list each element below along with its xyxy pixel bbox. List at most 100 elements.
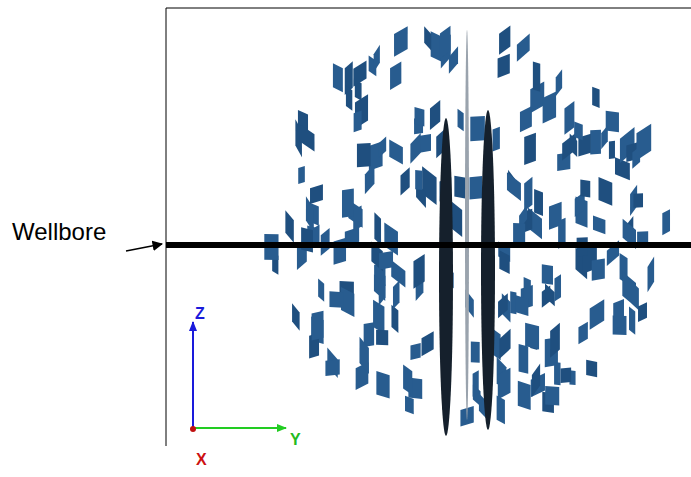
natural-fracture [301,227,313,252]
natural-fracture [638,302,647,322]
natural-fracture [376,330,388,346]
natural-fracture [590,130,601,155]
natural-fracture [499,250,509,274]
frame [166,8,691,446]
natural-fracture [525,323,539,350]
wellbore-line [166,242,691,248]
callout-label: Wellbore [12,220,106,244]
natural-fracture [458,109,464,131]
natural-fracture [413,254,424,289]
natural-fracture [592,258,605,280]
natural-fracture [400,167,409,195]
natural-fracture [410,343,420,360]
hydraulic-fracture [481,110,495,430]
natural-fracture [391,305,398,333]
natural-fracture [470,176,483,200]
natural-fracture [440,26,451,59]
natural-fracture [470,116,485,141]
natural-fracture [374,212,381,245]
axis-label: Y [290,432,301,448]
natural-fracture [516,295,529,316]
natural-fracture [471,342,480,363]
natural-fracture [403,365,412,395]
natural-fracture [622,271,636,307]
natural-fracture [574,121,583,140]
natural-fracture [533,61,540,91]
natural-fracture [310,184,323,204]
natural-fracture [554,274,561,301]
natural-fracture [493,127,500,152]
axis-label: X [196,452,207,468]
natural-fracture [499,329,510,359]
natural-fracture [609,141,615,159]
natural-fracture [359,337,368,374]
natural-fracture [586,360,597,377]
natural-fracture [590,299,605,330]
natural-fracture [545,283,555,306]
natural-fracture [394,26,408,57]
hydraulic-fracture [465,30,469,420]
natural-fracture [285,210,293,243]
natural-fracture [592,87,599,108]
natural-fracture [560,368,571,383]
natural-fracture [321,228,330,256]
natural-fracture [545,386,559,405]
natural-fracture [353,206,361,231]
natural-fracture [550,323,560,358]
natural-fracture [410,133,420,164]
natural-fracture [662,209,670,235]
natural-fracture [542,264,553,284]
natural-fracture [633,193,643,208]
natural-fracture [564,101,574,135]
natural-fracture [430,100,440,130]
natural-fracture [507,172,521,201]
natural-fracture [379,276,386,306]
natural-fracture [424,26,431,50]
natural-fracture [562,132,576,160]
natural-fracture [300,124,315,151]
hydraulic-fracture [439,118,453,436]
natural-fracture [389,140,403,165]
natural-fracture [422,331,434,356]
natural-fracture [415,107,425,126]
natural-fracture [498,54,510,78]
natural-fracture [342,188,354,217]
axis-label: Z [195,306,205,322]
axis-triad [190,322,286,432]
natural-fracture [390,62,401,90]
natural-fracture [578,322,587,344]
natural-fracture [556,69,562,96]
natural-fracture [384,222,398,255]
natural-fracture [497,395,505,424]
natural-fracture [357,143,371,167]
natural-fracture [354,110,362,132]
natural-fracture [498,293,508,318]
natural-fracture [524,177,532,212]
natural-fracture [613,299,624,330]
natural-fracture [329,291,343,307]
natural-fracture [374,45,380,73]
natural-fracture [629,306,635,334]
natural-fracture [498,368,511,400]
natural-fracture [520,106,532,132]
natural-fracture [364,322,374,347]
natural-fracture [517,34,530,62]
natural-fracture [518,381,531,410]
leader-arrow [126,244,162,251]
natural-fracture [519,344,529,374]
natural-fracture [599,177,613,206]
natural-fracture [393,280,400,309]
natural-fracture [346,86,352,111]
natural-fracture [405,396,414,415]
natural-fracture [524,133,536,165]
natural-fracture [325,359,339,376]
natural-fracture [532,364,540,397]
natural-fracture [534,189,543,216]
natural-fracture [312,311,324,341]
hydraulic-fractures [439,30,495,436]
natural-fracture [376,371,389,399]
natural-fracture [334,238,347,265]
natural-fracture [554,362,560,385]
natural-fracture [543,92,556,124]
natural-fracture [510,291,516,314]
